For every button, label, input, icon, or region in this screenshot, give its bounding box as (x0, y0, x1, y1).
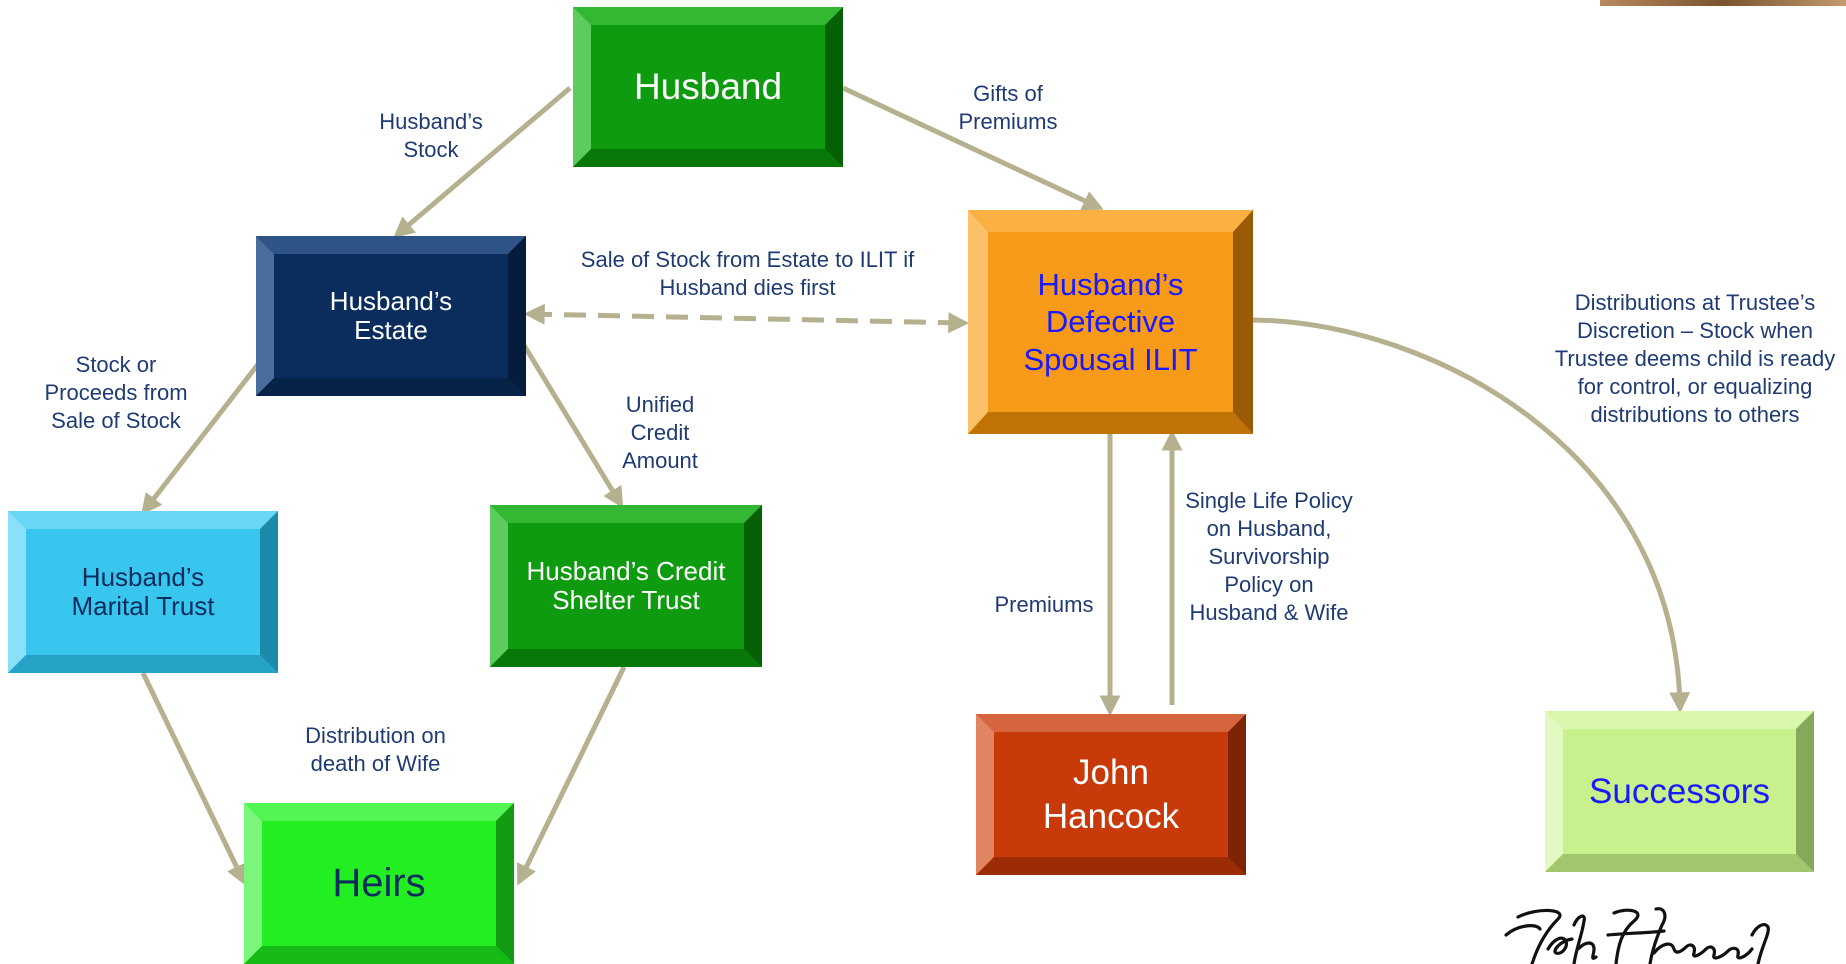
node-credit-shelter-trust-label: Husband’s Credit Shelter Trust (526, 555, 726, 615)
node-defective-spousal-ilit-label: Husband’s Defective Spousal ILIT (1023, 267, 1198, 377)
node-marital-trust-label: Husband’s Marital Trust (71, 561, 215, 621)
arrow-estate-ilit-dashed (523, 303, 970, 334)
label-sale-of-stock: Sale of Stock from Estate to ILIT if Hus… (580, 247, 915, 300)
label-distributions-trustee: Distributions at Trustee’s Discretion – … (1554, 290, 1836, 427)
node-successors: Successors (1545, 711, 1814, 872)
node-credit-shelter-trust: Husband’s Credit Shelter Trust (490, 505, 762, 667)
label-distribution-death-of-wife: Distribution on death of Wife (305, 723, 446, 776)
label-policy-description: Single Life Policy on Husband, Survivors… (1185, 488, 1353, 625)
node-successors-label: Successors (1589, 771, 1770, 811)
node-husbands-estate-label: Husband’s Estate (329, 285, 453, 345)
arrow-credit-to-heirs (517, 665, 627, 886)
label-unified-credit-amount: Unified Credit Amount (622, 392, 698, 473)
arrow-ilit-to-successors (1252, 317, 1691, 714)
node-defective-spousal-ilit: Husband’s Defective Spousal ILIT (968, 210, 1253, 434)
node-husband: Husband (573, 7, 843, 167)
node-john-hancock: John Hancock (976, 714, 1246, 875)
node-marital-trust: Husband’s Marital Trust (8, 511, 278, 673)
node-heirs-label: Heirs (332, 861, 426, 906)
arrow-marital-to-heirs (140, 671, 247, 886)
node-heirs: Heirs (244, 803, 514, 964)
label-stock-or-proceeds: Stock or Proceeds from Sale of Stock (44, 352, 188, 433)
arrow-husband-to-ilit (841, 85, 1104, 211)
node-john-hancock-label: John Hancock (1042, 752, 1180, 836)
node-husbands-estate: Husband’s Estate (256, 236, 526, 396)
label-gifts-of-premiums: Gifts of Premiums (958, 81, 1058, 134)
node-husband-label: Husband (633, 66, 783, 108)
john-hancock-signature-logo (1504, 907, 1770, 964)
photo-strip (1600, 0, 1846, 6)
arrow-husband-to-estate (393, 86, 572, 239)
label-husbands-stock: Husband’s Stock (379, 109, 483, 162)
label-premiums: Premiums (994, 592, 1094, 617)
